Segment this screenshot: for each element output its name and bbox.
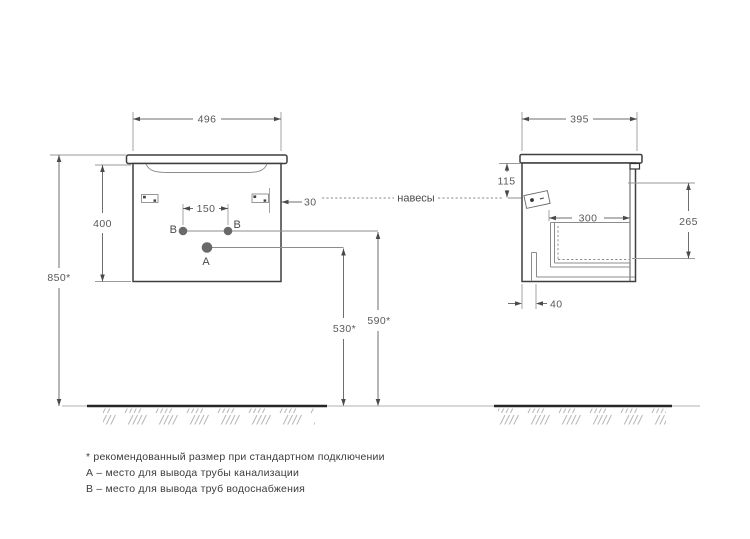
floor-hatching-side bbox=[498, 408, 666, 425]
front-countertop bbox=[125, 154, 288, 165]
dim-side-hanger-drop: 115 bbox=[498, 163, 520, 198]
front-cabinet-body bbox=[132, 162, 282, 283]
dim-supply-height-label: 590* bbox=[367, 315, 390, 327]
dim-side-depth-label: 395 bbox=[570, 114, 589, 126]
hole-b-right bbox=[223, 226, 233, 236]
dim-front-height-label: 400 bbox=[93, 218, 112, 230]
hole-b-left-label: B bbox=[170, 224, 177, 236]
dim-front-width-label: 496 bbox=[198, 114, 217, 126]
floor-hatching-front bbox=[103, 408, 315, 425]
dim-drain-height: 530* bbox=[333, 248, 356, 406]
hole-a bbox=[201, 242, 213, 253]
side-hanging-rail bbox=[629, 162, 641, 170]
footnote-b: В – место для вывода труб водоснабжения bbox=[86, 483, 305, 495]
front-holes: B B A bbox=[170, 219, 378, 268]
dim-front-total-height-label: 850* bbox=[47, 272, 70, 284]
side-hanger-bracket bbox=[523, 190, 551, 209]
dim-opening-height-label: 265 bbox=[679, 216, 698, 228]
hole-b-right-label: B bbox=[234, 219, 241, 231]
dim-front-offset: 40 bbox=[508, 284, 562, 311]
dim-opening-height: 265 bbox=[628, 182, 698, 259]
dim-front-offset-label: 40 bbox=[550, 299, 562, 311]
side-drawer bbox=[550, 222, 630, 268]
hangers-leader: навесы bbox=[322, 193, 527, 205]
dim-side-hanger-drop-label: 115 bbox=[498, 176, 516, 188]
dim-hanger-offset: 30 bbox=[281, 197, 316, 209]
front-hanger-bracket-left bbox=[141, 194, 159, 203]
side-countertop bbox=[519, 153, 643, 164]
hangers-label: навесы bbox=[397, 193, 435, 205]
dim-front-width: 496 bbox=[132, 112, 282, 151]
footnote-recommended: * рекомендованный размер при стандартном… bbox=[86, 451, 385, 463]
dim-holes-spacing-label: 150 bbox=[197, 203, 216, 215]
dim-holes-spacing: 150 bbox=[182, 203, 229, 225]
hole-a-label: A bbox=[202, 256, 210, 268]
dim-supply-height: 590* bbox=[367, 232, 390, 406]
dim-drain-height-label: 530* bbox=[333, 323, 356, 335]
floor bbox=[62, 404, 700, 425]
hole-b-left bbox=[178, 226, 188, 236]
dim-drawer-depth-label: 300 bbox=[579, 213, 598, 225]
dim-front-total-height: 850* bbox=[47, 154, 126, 406]
dim-hanger-offset-label: 30 bbox=[304, 197, 316, 209]
front-basin-edge bbox=[145, 163, 268, 173]
dim-front-height: 400 bbox=[93, 164, 131, 282]
dim-drawer-depth: 300 bbox=[548, 210, 630, 225]
side-front-panel-profile bbox=[531, 252, 635, 281]
side-view bbox=[519, 153, 643, 283]
front-view: B B A 150 bbox=[125, 154, 378, 283]
footnotes: * рекомендованный размер при стандартном… bbox=[86, 451, 385, 495]
front-hanger-bracket-right bbox=[251, 188, 270, 213]
dim-side-depth: 395 bbox=[521, 112, 638, 151]
footnote-a: А – место для вывода трубы канализации bbox=[86, 467, 299, 479]
